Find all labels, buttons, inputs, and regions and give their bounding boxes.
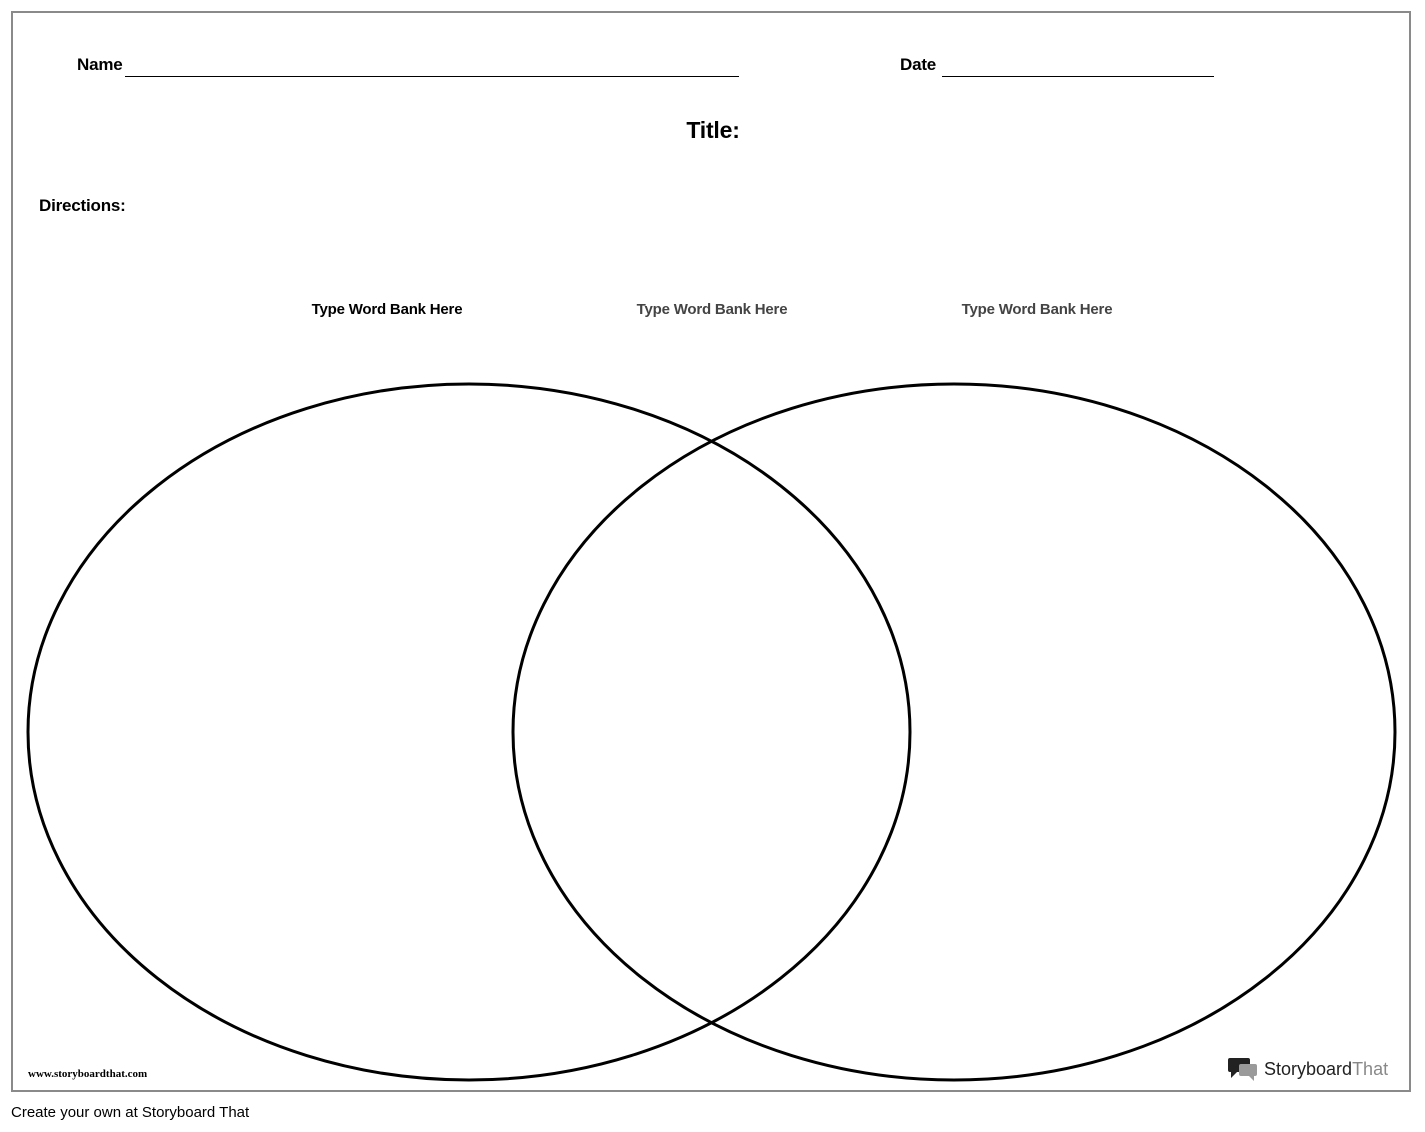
brand-name: StoryboardThat bbox=[1264, 1059, 1388, 1080]
date-label: Date bbox=[900, 55, 937, 74]
venn-right-circle[interactable] bbox=[511, 382, 1397, 1082]
storyboardthat-logo: StoryboardThat bbox=[1228, 1056, 1388, 1082]
speech-bubbles-icon bbox=[1228, 1056, 1258, 1082]
title-label[interactable]: Title: bbox=[686, 117, 740, 143]
word-bank-right[interactable]: Type Word Bank Here bbox=[961, 301, 1113, 318]
word-bank-left[interactable]: Type Word Bank Here bbox=[311, 301, 463, 318]
venn-left-circle[interactable] bbox=[26, 382, 912, 1082]
word-bank-middle[interactable]: Type Word Bank Here bbox=[636, 301, 788, 318]
create-your-own-link[interactable]: Create your own at Storyboard That bbox=[11, 1104, 250, 1121]
name-line[interactable] bbox=[125, 76, 739, 77]
date-line[interactable] bbox=[942, 76, 1214, 77]
website-url: www.storyboardthat.com bbox=[28, 1068, 148, 1080]
brand-name-light: That bbox=[1352, 1058, 1389, 1079]
worksheet-sheet: Name Date Title: Directions: Type Word B… bbox=[11, 11, 1411, 1092]
directions-label[interactable]: Directions: bbox=[39, 196, 126, 215]
venn-diagram bbox=[26, 382, 1397, 1082]
name-label: Name bbox=[77, 55, 123, 74]
brand-name-dark: Storyboard bbox=[1264, 1058, 1353, 1079]
